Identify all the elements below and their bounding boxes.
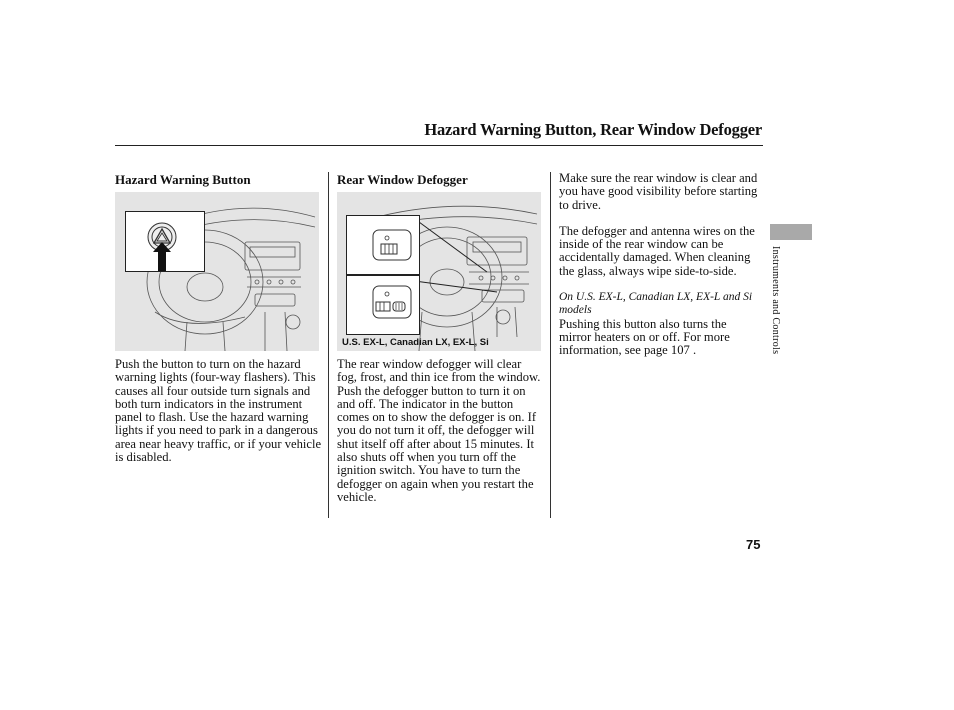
hazard-figure	[115, 192, 319, 351]
page-number: 75	[746, 537, 761, 552]
hazard-heading: Hazard Warning Button	[115, 172, 251, 187]
defogger-figure: U.S. EX-L, Canadian LX, EX-L, Si	[337, 192, 541, 351]
rear-defrost-icon	[380, 243, 398, 255]
section-tab	[770, 224, 812, 240]
hazard-body: Push the button to turn on the hazard wa…	[115, 357, 325, 465]
defogger-figure-caption: U.S. EX-L, Canadian LX, EX-L, Si	[342, 337, 489, 348]
title-rule	[115, 145, 763, 146]
defogger-paragraph: The rear window defogger will clear fog,…	[337, 357, 541, 504]
defogger-body: The rear window defogger will clear fog,…	[337, 357, 543, 504]
column-divider	[550, 172, 551, 518]
hazard-paragraph: Push the button to turn on the hazard wa…	[115, 357, 322, 465]
hazard-button-inset	[125, 211, 205, 272]
page-title: Hazard Warning Button, Rear Window Defog…	[424, 120, 762, 139]
defogger-button-inset	[346, 215, 420, 275]
defogger-heading: Rear Window Defogger	[337, 172, 468, 187]
right-column: Make sure the rear window is clear and y…	[559, 171, 761, 358]
mirror-defogger-inset	[346, 275, 420, 335]
mirror-heater-paragraph: Pushing this button also turns the mirro…	[559, 316, 730, 358]
visibility-paragraph: Make sure the rear window is clear and y…	[559, 171, 758, 212]
mirror-defrost-icon	[375, 301, 406, 312]
arrow-up-icon	[153, 242, 171, 271]
models-note: On U.S. EX-L, Canadian LX, EX-L and Si m…	[559, 291, 753, 317]
section-tab-label: Instruments and Controls	[770, 246, 781, 355]
wires-paragraph: The defogger and antenna wires on the in…	[559, 223, 755, 278]
column-divider	[328, 172, 329, 518]
